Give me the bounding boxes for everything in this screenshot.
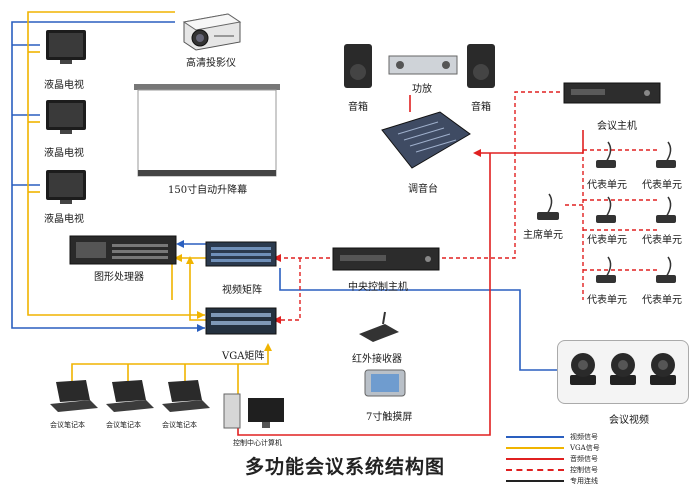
speaker-icon <box>467 44 495 88</box>
video-signal-lines <box>11 21 560 371</box>
legend-label: 视频信号 <box>570 432 598 441</box>
vga-matrix-icon <box>205 307 277 335</box>
legend-label: 控制信号 <box>570 465 598 474</box>
mixer-label: 调音台 <box>408 184 438 195</box>
diagram-title: 多功能会议系统结构图 <box>245 456 446 478</box>
legend-swatch <box>506 479 564 482</box>
legend-label: 音频信号 <box>570 454 598 463</box>
legend-item: 控制信号 <box>506 464 626 475</box>
legend-label: 专用连线 <box>570 476 598 485</box>
laptop-icon <box>162 380 210 412</box>
amplifier-label: 功放 <box>412 84 432 95</box>
rep-unit-label: 代表单元 <box>642 180 682 191</box>
conference-video-box <box>557 340 689 404</box>
amplifier-icon <box>388 55 458 75</box>
control-signal-lines <box>275 91 660 321</box>
projection-screen-icon <box>134 84 280 177</box>
laptop-label: 会议笔记本 <box>162 421 197 429</box>
projector-label: 高清投影仪 <box>186 58 236 69</box>
chair-microphone-icon <box>537 193 559 220</box>
lcd-tv-label-3: 液晶电视 <box>44 214 84 225</box>
legend-swatch <box>506 435 564 438</box>
speaker-left-label: 音箱 <box>348 102 368 113</box>
screen-label: 150寸自动升降幕 <box>168 185 248 196</box>
control-pc-label: 控制中心计算机 <box>233 439 282 447</box>
legend-swatch <box>506 468 564 471</box>
delegate-microphone-icon <box>656 196 676 223</box>
projector-icon <box>182 13 242 51</box>
video-matrix-label: 视频矩阵 <box>222 285 262 296</box>
legend: 视频信号 VGA信号 音频信号 控制信号 专用连线 <box>506 431 626 486</box>
graphics-processor-icon <box>69 235 177 265</box>
legend-swatch <box>506 446 564 449</box>
legend-item: VGA信号 <box>506 442 626 453</box>
lcd-tv-icon <box>46 100 86 134</box>
speaker-icon <box>344 44 372 88</box>
chair-unit-label: 主席单元 <box>523 230 563 241</box>
delegate-microphone-icon <box>596 141 616 168</box>
delegate-microphone-icon <box>596 256 616 283</box>
video-matrix-icon <box>205 241 277 267</box>
delegate-microphone-icon <box>656 141 676 168</box>
ir-receiver-icon <box>359 311 399 342</box>
legend-item: 音频信号 <box>506 453 626 464</box>
rep-unit-label: 代表单元 <box>587 295 627 306</box>
delegate-microphone-icon <box>656 256 676 283</box>
lcd-tv-icon <box>46 170 86 204</box>
rep-unit-label: 代表单元 <box>642 235 682 246</box>
touch-screen-icon <box>364 369 406 397</box>
mixer-icon <box>381 111 471 169</box>
graphics-label: 图形处理器 <box>94 272 144 283</box>
laptop-label: 会议笔记本 <box>106 421 141 429</box>
laptop-icon <box>106 380 154 412</box>
rep-unit-label: 代表单元 <box>587 180 627 191</box>
legend-item: 专用连线 <box>506 475 626 486</box>
conference-host-label: 会议主机 <box>597 121 637 132</box>
rep-unit-label: 代表单元 <box>587 235 627 246</box>
delegate-microphone-icon <box>596 196 616 223</box>
laptop-label: 会议笔记本 <box>50 421 85 429</box>
lcd-tv-label-2: 液晶电视 <box>44 148 84 159</box>
speaker-right-label: 音箱 <box>471 102 491 113</box>
ptz-cameras-icon <box>570 353 676 385</box>
touch-screen-label: 7寸触摸屏 <box>366 412 413 423</box>
legend-label: VGA信号 <box>570 443 600 452</box>
control-computer-icon <box>223 393 284 429</box>
arrowheads <box>174 149 481 351</box>
ir-receiver-label: 红外接收器 <box>352 354 402 365</box>
vga-matrix-label: VGA矩阵 <box>222 351 265 362</box>
central-control-host-icon <box>332 247 440 271</box>
lcd-tv-icon <box>46 30 86 64</box>
central-host-label: 中央控制主机 <box>348 282 408 293</box>
conference-video-label: 会议视频 <box>609 415 649 426</box>
conference-host-icon <box>563 82 661 104</box>
legend-item: 视频信号 <box>506 431 626 442</box>
rep-unit-label: 代表单元 <box>642 295 682 306</box>
laptop-icon <box>50 380 98 412</box>
legend-swatch <box>506 457 564 460</box>
lcd-tv-label-1: 液晶电视 <box>44 80 84 91</box>
